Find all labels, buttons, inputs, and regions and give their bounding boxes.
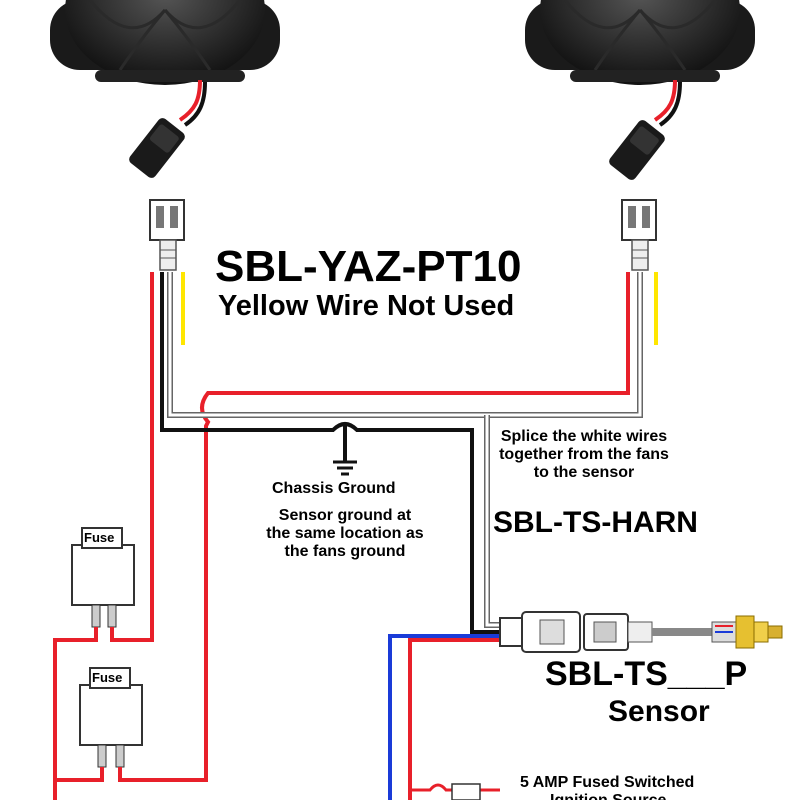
harness-connector-left bbox=[149, 199, 185, 271]
ignition-fuse-holder bbox=[451, 783, 481, 800]
splice-note: Splice the white wires together from the… bbox=[484, 428, 684, 482]
diagram-subtitle: Yellow Wire Not Used bbox=[218, 290, 515, 322]
harness-label: SBL-TS-HARN bbox=[493, 506, 698, 539]
fuse-1-label: Fuse bbox=[84, 530, 115, 545]
fan-right-spokes bbox=[563, 0, 717, 71]
ignition-note-line-2: Ignition Source bbox=[520, 792, 694, 800]
fuse-1 bbox=[53, 527, 152, 800]
temperature-sensor bbox=[711, 615, 783, 649]
sensor-harness-connector bbox=[499, 611, 712, 653]
fan-left-frame bbox=[95, 70, 245, 82]
fan-right-connector bbox=[609, 120, 665, 180]
fan-left-spokes bbox=[88, 0, 242, 71]
fuse-2-label: Fuse bbox=[92, 670, 123, 685]
splice-note-line-2: together from the fans bbox=[499, 446, 669, 463]
fuse-2 bbox=[55, 667, 206, 782]
splice-note-line-3: to the sensor bbox=[533, 464, 635, 481]
chassis-ground-label: Chassis Ground bbox=[272, 480, 396, 497]
sensor-label: Sensor bbox=[608, 695, 710, 728]
fan-left-connector bbox=[129, 118, 185, 178]
ignition-note: 5 AMP Fused Switched Ignition Source bbox=[520, 774, 694, 800]
splice-note-line-1: Splice the white wires bbox=[500, 428, 668, 445]
fan-right-frame bbox=[570, 70, 720, 82]
chassis-ground-symbol bbox=[333, 460, 357, 476]
sensor-part-label: SBL-TS___P bbox=[545, 655, 748, 693]
black-ground-wires bbox=[160, 272, 500, 634]
white-splice-wires bbox=[167, 272, 643, 628]
fan-left-red-lead bbox=[178, 79, 202, 122]
blue-sensor-wire bbox=[388, 634, 500, 800]
sensor-ground-note-line-2: the same location as bbox=[266, 525, 424, 542]
sensor-ground-note: Sensor ground at the same location as th… bbox=[250, 507, 440, 561]
ignition-feed-wire bbox=[410, 783, 500, 792]
diagram-title: SBL-YAZ-PT10 bbox=[215, 242, 522, 291]
sensor-power-wire bbox=[408, 638, 500, 800]
sensor-ground-note-line-3: the fans ground bbox=[284, 543, 406, 560]
sensor-ground-note-line-1: Sensor ground at bbox=[278, 507, 412, 524]
right-red-wire bbox=[120, 272, 630, 782]
ignition-note-line-1: 5 AMP Fused Switched bbox=[520, 774, 695, 791]
harness-connector-right bbox=[621, 199, 657, 271]
fan-left-black-lead bbox=[183, 81, 207, 127]
fan-right bbox=[525, 0, 755, 180]
fan-left bbox=[50, 0, 280, 178]
fan-right-red-lead bbox=[653, 79, 677, 122]
fan-right-black-lead bbox=[658, 81, 682, 127]
